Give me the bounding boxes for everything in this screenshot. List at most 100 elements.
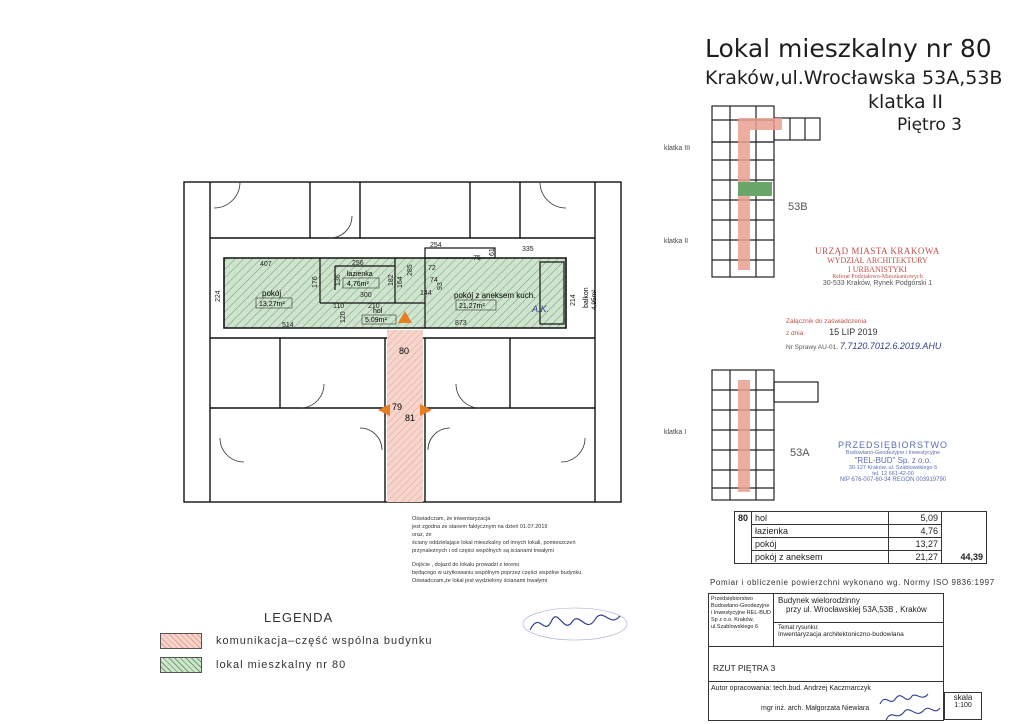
city-stamp-line1: URZĄD MIASTA KRAKOWA xyxy=(815,246,940,256)
dim-210: 210 xyxy=(368,303,380,310)
stairwell-label: klatka II xyxy=(868,91,943,113)
dim-61: 61 xyxy=(489,248,496,256)
dim-224: 224 xyxy=(215,290,222,302)
site-label-klatka-iii: klatka III xyxy=(664,145,690,152)
dim-254: 254 xyxy=(430,242,442,249)
dim-120: 120 xyxy=(340,311,347,323)
legend-label: komunikacja–część wspólna budynku xyxy=(216,635,433,647)
dim-75: 75 xyxy=(473,255,481,262)
scale-box: skala 1:100 xyxy=(944,692,982,720)
company-stamp: PRZEDSIĘBIORSTWO Budowlano-Geodezyjne i … xyxy=(818,440,968,483)
room-area: 4,95m² xyxy=(591,289,598,310)
statement-signature xyxy=(522,607,628,641)
attachment-label: Załącznik do zaświadczenia xyxy=(786,318,867,325)
room-name: hol xyxy=(373,308,383,315)
attachment-case-prefix: Nr Sprawy AU-01. xyxy=(786,344,839,351)
company-stamp-line1: PRZEDSIĘBIORSTWO xyxy=(837,440,948,450)
company-stamp-line6: NIP 676-007-60-34 REGON 003919790 xyxy=(839,477,947,483)
dim-335: 335 xyxy=(522,246,534,253)
tb-author-1: tech.bud. Andrzej Kaczmarczyk xyxy=(773,685,871,692)
scale-value: 1:100 xyxy=(954,702,972,709)
company-stamp-line5: tel. 12 661-42-00 xyxy=(872,471,914,477)
city-stamp-line3: I URBANISTYKI xyxy=(848,265,907,274)
dim-182: 182 xyxy=(388,274,395,286)
room-name: pokój z aneksem kuch. xyxy=(454,291,535,300)
dim-74: 74 xyxy=(430,277,438,284)
unit-marker: 80 xyxy=(399,346,409,356)
signature-plan: A.K. xyxy=(531,304,549,314)
dim-110: 110 xyxy=(333,303,344,310)
area-cell: 4,76 xyxy=(888,524,943,538)
signature-scribble xyxy=(879,693,929,705)
unit-internal-walls xyxy=(319,247,565,328)
dim-144: 144 xyxy=(420,290,432,297)
room-name: łazienka xyxy=(347,271,373,278)
entry-arrow xyxy=(398,311,412,323)
tb-building-type: Budynek wielorodzinny xyxy=(778,596,860,605)
dim-136: 136 xyxy=(335,274,342,286)
statement-line: jest zgodna ze stanem faktycznym na dzie… xyxy=(412,524,548,530)
room-area: 4,76m² xyxy=(347,281,369,288)
table-row: pokój 13,27 xyxy=(735,537,988,551)
area-table: 80 hol 5,09 łazienka 4,76 pokój 13,27 po… xyxy=(733,511,988,564)
scale-label: skala xyxy=(953,693,973,702)
table-row: 80 hol 5,09 xyxy=(733,511,988,564)
room-cell: łazienka xyxy=(751,524,890,538)
room-area: 21,27m² xyxy=(459,303,485,310)
room-label-lazienka: łazienka 4,76m² xyxy=(342,271,380,289)
city-stamp-line5: 30-533 Kraków, Rynek Podgórski 1 xyxy=(822,280,933,287)
legend-swatch-common xyxy=(160,633,202,649)
room-area: 5,09m² xyxy=(365,317,387,324)
table-row: pokój z aneksem 21,27 44,39 xyxy=(735,550,988,564)
dim-72: 72 xyxy=(428,265,436,272)
dim-873: 873 xyxy=(455,320,467,327)
corridor-marker-81: 81 xyxy=(405,413,415,423)
legend-item-common: komunikacja–część wspólna budynku xyxy=(160,633,432,649)
legend-swatch-unit xyxy=(160,657,202,673)
statement-line: Oświadczam,że lokal jest wydzielony ścia… xyxy=(412,578,548,584)
statement-line: będącego w użytkowaniu wspólnym poprzez … xyxy=(412,570,583,576)
site-plan: klatka III klatka II 53B klatka I 53A xyxy=(664,105,821,501)
legend-label: lokal mieszkalny nr 80 xyxy=(216,659,347,671)
site-label-53a: 53A xyxy=(790,447,810,459)
attachment-case-no: 7.7120.7012.6.2019.AHU xyxy=(839,341,942,351)
dim-176: 176 xyxy=(312,276,319,288)
dim-214: 214 xyxy=(570,294,577,306)
tb-drawing: RZUT PIĘTRA 3 xyxy=(713,663,776,673)
room-name: pokój xyxy=(262,289,281,298)
area-cell: 5,09 xyxy=(888,511,943,525)
city-stamp: URZĄD MIASTA KRAKOWA WYDZIAŁ ARCHITEKTUR… xyxy=(795,246,960,287)
dim-164: 164 xyxy=(397,276,404,288)
attachment-date: 15 LIP 2019 xyxy=(829,327,878,337)
corridor-marker-79: 79 xyxy=(392,402,402,412)
statement-line: Oświadczam, że inwentaryzacja xyxy=(412,516,491,522)
site-label-klatka-i: klatka I xyxy=(664,429,686,436)
room-cell: hol xyxy=(751,511,890,525)
room-cell: pokój xyxy=(751,537,890,551)
room-label-hol: hol 5,09m² xyxy=(361,308,397,325)
total-cell xyxy=(941,524,988,538)
room-label-balkon: balkon 4,95m² xyxy=(583,287,598,310)
author-signatures xyxy=(879,693,941,721)
legend-item-unit: lokal mieszkalny nr 80 xyxy=(160,657,346,673)
statement-line: oraz, że xyxy=(412,532,432,538)
attachment-stamp: Załącznik do zaświadczenia z dnia 15 LIP… xyxy=(786,318,976,351)
table-row: łazienka 4,76 xyxy=(735,524,988,538)
site-label-53b: 53B xyxy=(788,201,808,213)
statement-line: ściany oddzielające lokal mieszkalny od … xyxy=(412,540,576,546)
common-area-53a xyxy=(738,380,750,492)
address: Kraków,ul.Wrocławska 53A,53B xyxy=(705,67,1003,89)
company-stamp-line2: Budowlano-Geodezyjne i Inwestycyjne xyxy=(845,450,941,456)
legend-title: LEGENDA xyxy=(264,610,334,625)
dim-93: 93 xyxy=(437,282,444,290)
dim-300: 300 xyxy=(360,292,372,299)
room-area: 13,27m² xyxy=(259,301,285,308)
common-area-53b xyxy=(738,118,782,270)
total-cell xyxy=(941,537,988,551)
corridor-arrow-left xyxy=(378,404,390,416)
total-cell xyxy=(941,511,988,525)
tb-author-2: mgr inż. arch. Małgorzata Niewiara xyxy=(761,705,870,712)
statement: Oświadczam, że inwentaryzacja jest zgodn… xyxy=(412,515,642,585)
site-label-klatka-ii: klatka II xyxy=(664,238,688,245)
company-stamp-line4: 30-127 Kraków, ul. Szablowskiego 6 xyxy=(848,465,938,471)
